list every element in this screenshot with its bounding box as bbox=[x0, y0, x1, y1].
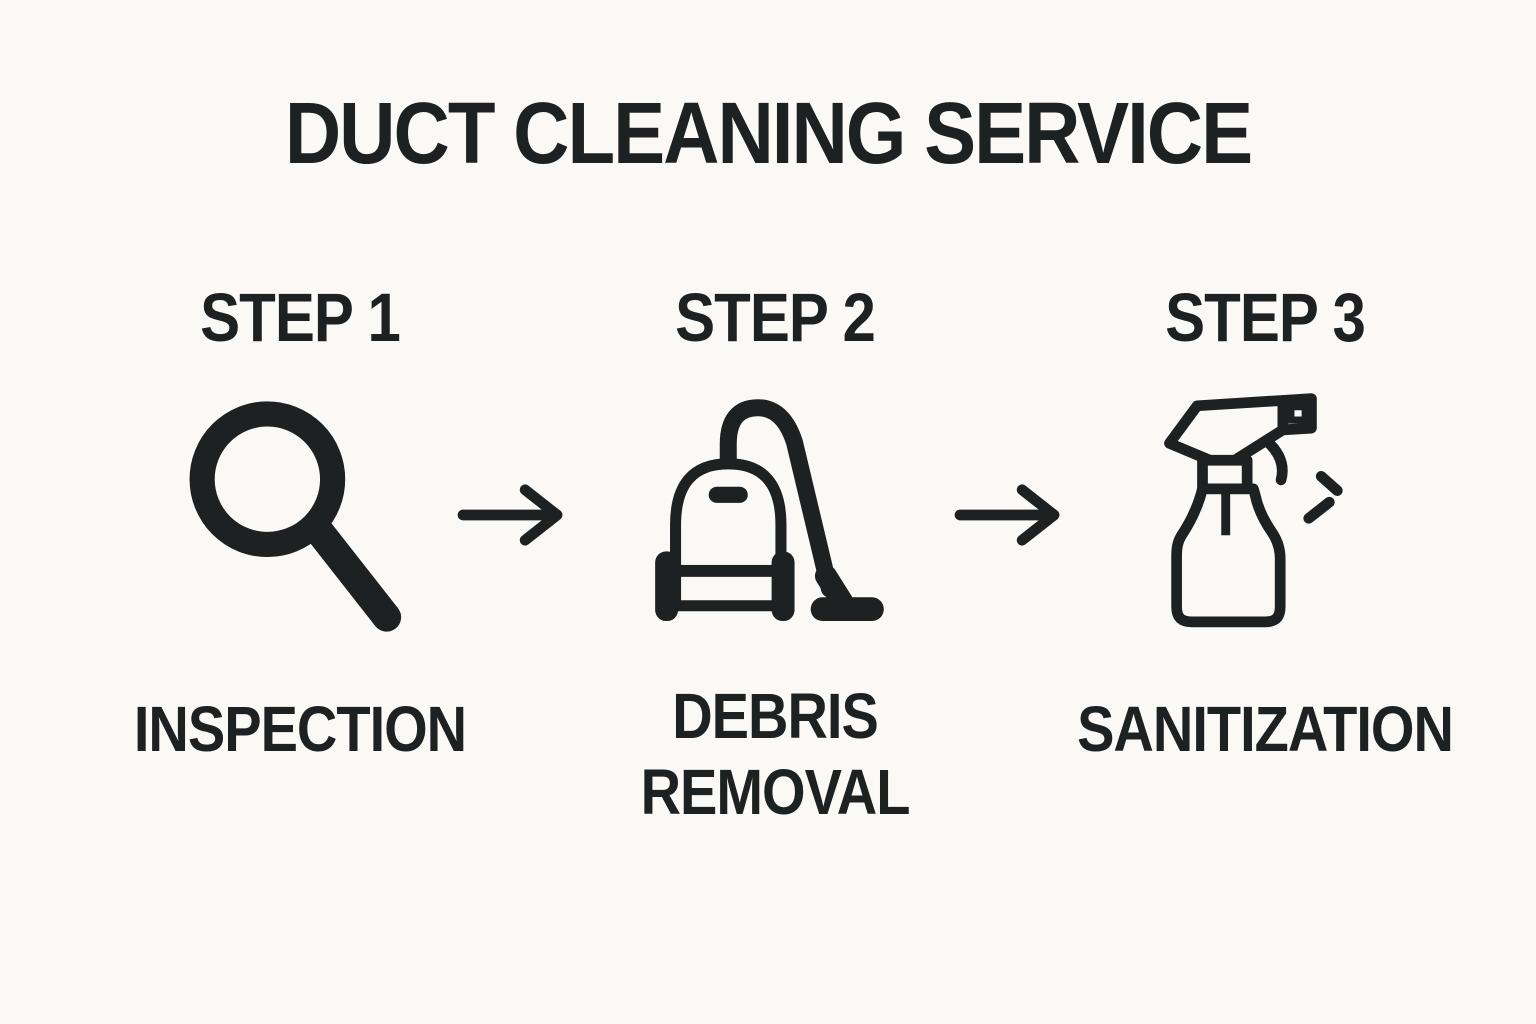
step-1-name: INSPECTION bbox=[133, 692, 467, 765]
step-1-column: STEP 1 INSPECTION bbox=[80, 283, 520, 765]
spray-bottle-icon bbox=[1164, 392, 1343, 627]
step-1-icon-box bbox=[160, 382, 440, 650]
step-2-column: STEP 2 DEBRIS REMOVAL bbox=[555, 283, 995, 828]
step-2-label: STEP 2 bbox=[675, 278, 876, 356]
vacuum-cleaner-icon bbox=[655, 398, 884, 621]
arrow-right-icon bbox=[457, 484, 563, 546]
step-3-label: STEP 3 bbox=[1165, 278, 1366, 356]
step-2-icon-box bbox=[639, 382, 911, 650]
step-3-icon-box bbox=[1140, 382, 1390, 650]
step-2-name: DEBRIS REMOVAL bbox=[640, 679, 911, 828]
step-3-column: STEP 3 SANITIZATION bbox=[1045, 283, 1485, 765]
step-1-label: STEP 1 bbox=[200, 278, 401, 356]
arrow-right-icon bbox=[954, 484, 1060, 546]
step-3-name: SANITIZATION bbox=[1077, 692, 1454, 765]
page-title: DUCT CLEANING SERVICE bbox=[284, 83, 1253, 183]
magnifier-icon bbox=[189, 400, 402, 632]
